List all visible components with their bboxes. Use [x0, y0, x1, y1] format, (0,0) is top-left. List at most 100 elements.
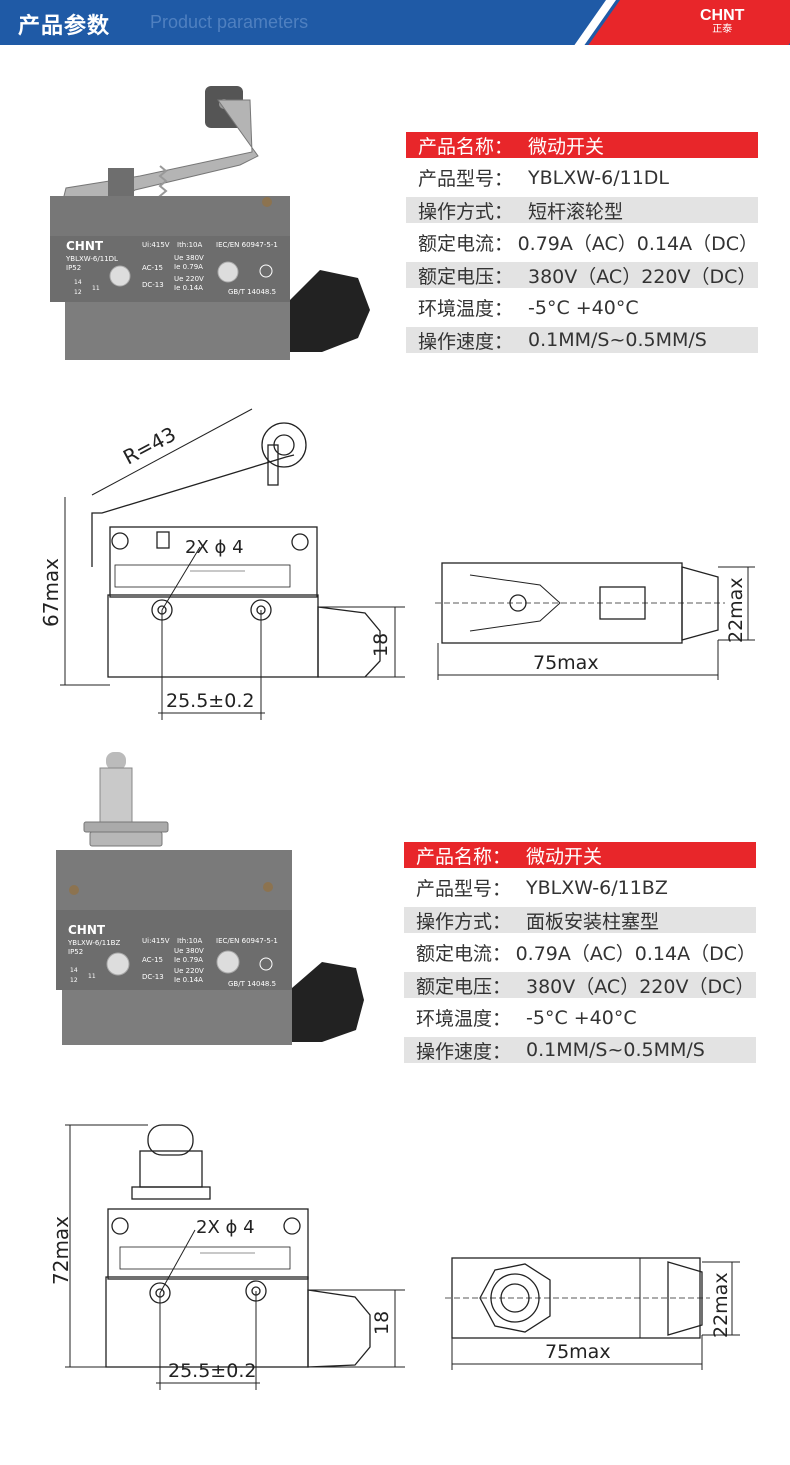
drawing-top-boot — [681, 566, 719, 641]
mounting-hole-left — [109, 265, 131, 287]
rubber-boot — [290, 270, 370, 352]
spec-row-operation: 操作方式：面板安装柱塞型 — [404, 907, 756, 933]
ccc-mark-icon — [259, 957, 273, 971]
plunger-tip — [106, 752, 126, 770]
drawing-body-lower — [105, 1276, 309, 1368]
spec-label: 产品型号： — [416, 878, 512, 900]
plate-ue1: Ue 380V — [174, 254, 204, 262]
spec-label: 额定电压： — [416, 975, 512, 998]
dim-label-length: 75max — [545, 1341, 611, 1363]
drawing-lever — [91, 454, 295, 567]
plate-model: YBLXW-6/11BZ — [67, 939, 120, 947]
plate-standard: IEC/EN 60947-5-1 — [216, 937, 278, 945]
spec-value: 380V（AC）220V（DC） — [526, 975, 755, 998]
plate-ie1: Ie 0.79A — [174, 263, 203, 271]
body-screw-right — [263, 882, 273, 892]
spec-row-name: 产品名称： 微动开关 — [406, 132, 758, 158]
switch-label-panel — [50, 236, 290, 302]
plate-terminal-14: 14 — [70, 967, 78, 974]
plate-ui: Ui:415V — [142, 241, 170, 249]
drawing-top-boot — [667, 1261, 703, 1336]
spec-row-speed: 操作速度： 0.1MM/S~0.5MM/S — [406, 327, 758, 353]
rubber-boot — [292, 962, 364, 1042]
plate-terminal-12: 12 — [70, 977, 78, 984]
plate-brand: CHNT — [66, 239, 104, 253]
drawing-label-box — [119, 1246, 291, 1270]
drawing-body-upper — [109, 526, 318, 598]
panel-nut-lower — [89, 831, 163, 847]
drawing-body-upper — [107, 1208, 309, 1280]
spec-value: 0.1MM/S~0.5MM/S — [526, 1039, 705, 1061]
header-red-band — [588, 0, 790, 45]
drawing-corner-hole — [291, 533, 309, 551]
plate-ie2: Ie 0.14A — [174, 976, 203, 984]
plate-terminal-11: 11 — [88, 973, 96, 980]
plate-ue2: Ue 220V — [174, 967, 204, 975]
drawing-top-pivot — [509, 594, 527, 612]
spec-value: -5°C +40°C — [526, 1006, 637, 1029]
dim-label-height: 72max — [49, 1216, 73, 1285]
spec-label: 额定电流： — [418, 233, 514, 255]
body-screw — [262, 197, 272, 207]
body-screw-left — [69, 885, 79, 895]
mounting-hole-left — [106, 952, 130, 976]
plate-ue2: Ue 220V — [174, 275, 204, 283]
ccc-mark-icon — [259, 264, 273, 278]
dim-label-length: 75max — [533, 652, 599, 674]
spec-label: 操作速度： — [416, 1040, 512, 1063]
plate-brand: CHNT — [68, 923, 106, 937]
dim-line-radius — [91, 408, 253, 496]
plate-gb: GB/T 14048.5 — [228, 980, 276, 988]
spec-label: 产品型号： — [418, 168, 514, 190]
plate-ui: Ui:415V — [142, 937, 170, 945]
dim-label-spacing: 25.5±0.2 — [168, 1360, 256, 1382]
drawing-roller-outer — [261, 422, 307, 468]
plate-ip: IP52 — [66, 264, 81, 272]
dim-label-depth: 18 — [371, 1311, 393, 1335]
plate-ith: Ith:10A — [177, 937, 203, 945]
spec-row-temperature: 环境温度： -5°C +40°C — [406, 295, 758, 321]
drawing-front-plunger: 2X ϕ 4 72max 25.5±0.2 18 — [49, 1124, 405, 1390]
spec-label: 产品名称： — [418, 135, 514, 158]
plate-standard: IEC/EN 60947-5-1 — [216, 241, 278, 249]
plate-terminal-12: 12 — [74, 289, 82, 296]
spec-value: 微动开关 — [528, 135, 605, 158]
drawing-body-lower — [107, 594, 319, 678]
drawing-top-roller — [599, 586, 646, 620]
plate-terminal-14: 14 — [74, 279, 82, 286]
switch-body-bottom — [62, 990, 292, 1045]
spec-value: YBLXW-6/11BZ — [526, 876, 668, 899]
spec-table-1: 产品名称：微动开关 产品型号：YBLXW-6/11DL 操作方式：短杆滚轮型 额… — [406, 132, 758, 360]
spec-row-model: 产品型号： YBLXW-6/11BZ — [404, 875, 756, 901]
plate-ac: AC-15 — [142, 264, 163, 272]
spec-value: 0.79A（AC）0.14A（DC） — [515, 943, 756, 965]
drawing-plunger — [156, 531, 170, 549]
spec-label: 额定电流： — [416, 943, 512, 965]
spec-row-current: 额定电流：0.79A（AC）0.14A（DC） — [404, 940, 756, 966]
spec-value: 微动开关 — [526, 845, 603, 868]
spec-row-operation: 操作方式： 短杆滚轮型 — [406, 197, 758, 223]
mounting-hole-right — [216, 950, 240, 974]
dim-label-holes: 2X ϕ 4 — [196, 1217, 255, 1238]
plate-ip: IP52 — [68, 948, 83, 956]
drawing-pivot — [111, 532, 129, 550]
spec-label: 操作方式： — [418, 200, 514, 223]
panel-nut-upper — [83, 821, 169, 833]
switch-body-top — [56, 850, 292, 912]
spec-label: 环境温度： — [418, 298, 514, 320]
spec-value: -5°C +40°C — [528, 296, 639, 319]
drawing-front-roller-lever: R=43 2X ϕ 4 67max 25.5±0.2 18 — [39, 408, 405, 720]
dim-label-width: 22max — [710, 1272, 732, 1338]
threaded-bushing — [99, 767, 133, 829]
drawing-top-roller-lever: 75max 22max — [435, 562, 755, 680]
plate-ie1: Ie 0.79A — [174, 956, 203, 964]
spec-label: 操作速度： — [418, 330, 514, 353]
spec-label: 操作方式： — [416, 910, 512, 933]
spec-label: 产品名称： — [416, 845, 512, 868]
plate-terminal-11: 11 — [92, 285, 100, 292]
spec-value: 短杆滚轮型 — [528, 200, 624, 223]
spec-value: 0.1MM/S~0.5MM/S — [528, 329, 707, 351]
drawing-boot — [307, 1289, 371, 1368]
header-bar: 产品参数 Product parameters CHNT 正泰 — [0, 0, 790, 45]
spec-row-voltage: 额定电压： 380V（AC）220V（DC） — [404, 972, 756, 998]
